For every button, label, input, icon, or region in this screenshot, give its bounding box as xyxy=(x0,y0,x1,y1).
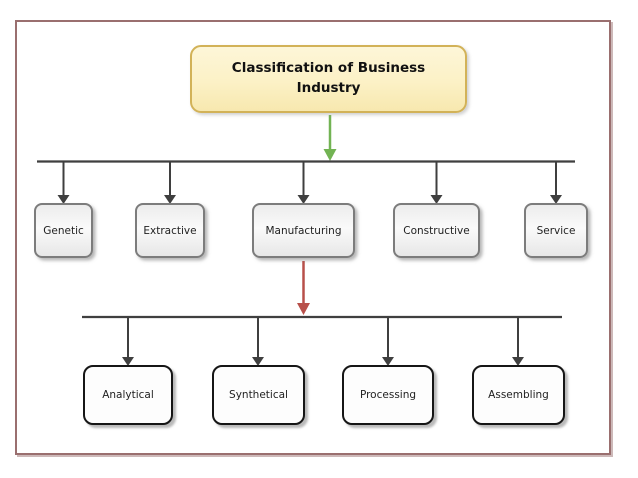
node-constructive-label: Constructive xyxy=(403,224,470,237)
node-constructive: Constructive xyxy=(393,203,480,258)
node-synthetical: Synthetical xyxy=(212,365,305,425)
node-title: Classification of Business Industry xyxy=(190,45,467,113)
node-processing: Processing xyxy=(342,365,434,425)
diagram-title: Classification of Business Industry xyxy=(231,60,426,96)
node-assembling-label: Assembling xyxy=(488,389,549,401)
node-extractive: Extractive xyxy=(135,203,205,258)
node-genetic: Genetic xyxy=(34,203,93,258)
node-manufacturing: Manufacturing xyxy=(252,203,355,258)
node-manufacturing-label: Manufacturing xyxy=(265,224,342,237)
node-service-label: Service xyxy=(536,224,576,237)
node-analytical-label: Analytical xyxy=(102,389,154,401)
node-genetic-label: Genetic xyxy=(43,224,84,237)
node-extractive-label: Extractive xyxy=(143,224,197,237)
node-synthetical-label: Synthetical xyxy=(229,389,288,401)
node-service: Service xyxy=(524,203,588,258)
node-processing-label: Processing xyxy=(359,389,417,401)
node-assembling: Assembling xyxy=(472,365,565,425)
node-analytical: Analytical xyxy=(83,365,173,425)
slide-border-frame xyxy=(15,20,611,455)
